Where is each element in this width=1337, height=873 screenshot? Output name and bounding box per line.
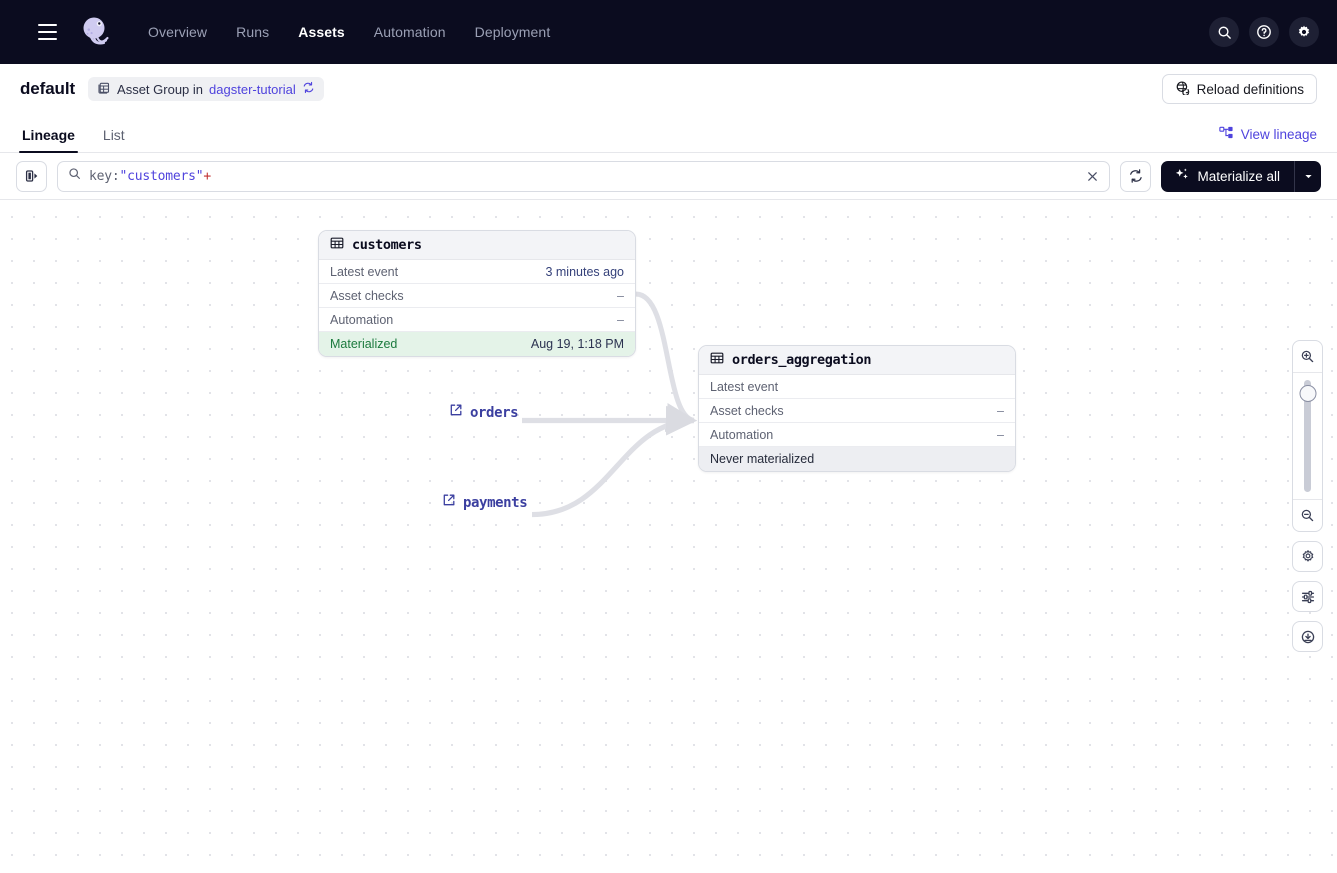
search-icon bbox=[68, 167, 81, 185]
asset-node-header: customers bbox=[319, 231, 635, 260]
row-label: Automation bbox=[330, 312, 394, 327]
refresh-graph-button[interactable] bbox=[1120, 160, 1152, 192]
row-value: – bbox=[617, 288, 624, 303]
recenter-icon[interactable] bbox=[1292, 621, 1323, 652]
row-label: Asset checks bbox=[330, 288, 404, 303]
asset-node-row-latest-event: Latest event 3 minutes ago bbox=[319, 260, 635, 284]
graph-toolbar: key:"customers"+ Materialize all bbox=[0, 153, 1337, 200]
reload-definitions-button[interactable]: Reload definitions bbox=[1161, 74, 1317, 104]
search-icon[interactable] bbox=[1209, 17, 1239, 47]
row-value: – bbox=[997, 403, 1004, 418]
close-icon[interactable] bbox=[1086, 170, 1099, 183]
sparkle-icon bbox=[1175, 167, 1190, 185]
external-link-icon bbox=[442, 493, 456, 512]
zoom-slider[interactable] bbox=[1293, 373, 1322, 499]
zoom-slider-track bbox=[1304, 380, 1311, 492]
help-icon[interactable] bbox=[1249, 17, 1279, 47]
asset-node-row-asset-checks: Asset checks – bbox=[699, 399, 1015, 423]
refresh-icon[interactable] bbox=[302, 81, 315, 97]
main-nav-links: Overview Runs Assets Automation Deployme… bbox=[148, 24, 550, 40]
row-label: Latest event bbox=[330, 264, 399, 279]
external-asset-orders[interactable]: orders bbox=[449, 403, 519, 422]
table-icon bbox=[330, 236, 344, 255]
view-lineage-label: View lineage bbox=[1240, 127, 1317, 142]
zoom-controls bbox=[1292, 340, 1323, 652]
status-timestamp: Aug 19, 1:18 PM bbox=[530, 337, 624, 351]
repo-link[interactable]: dagster-tutorial bbox=[209, 81, 296, 97]
divider bbox=[1293, 372, 1322, 373]
page-header: default Asset Group in dagster-tutorial … bbox=[0, 64, 1337, 114]
asset-node-row-latest-event: Latest event bbox=[699, 375, 1015, 399]
nav-link-runs[interactable]: Runs bbox=[236, 24, 270, 40]
zoom-out-icon[interactable] bbox=[1293, 500, 1322, 531]
asset-node-title: customers bbox=[352, 237, 422, 253]
tab-lineage[interactable]: Lineage bbox=[19, 127, 78, 153]
asset-group-icon bbox=[97, 81, 111, 98]
nav-link-overview[interactable]: Overview bbox=[148, 24, 208, 40]
gear-icon[interactable] bbox=[1289, 17, 1319, 47]
asset-node-status-never-materialized: Never materialized bbox=[699, 447, 1015, 471]
query-operator: + bbox=[203, 168, 212, 184]
asset-node-row-automation: Automation – bbox=[699, 423, 1015, 447]
sliders-icon[interactable] bbox=[1292, 581, 1323, 612]
chevron-down-icon[interactable] bbox=[1294, 160, 1321, 192]
asset-node-customers[interactable]: customers Latest event 3 minutes ago Ass… bbox=[318, 230, 636, 357]
row-label: Automation bbox=[710, 427, 774, 442]
asset-node-header: orders_aggregation bbox=[699, 346, 1015, 375]
tab-bar: Lineage List View lineage bbox=[0, 114, 1337, 153]
asset-group-badge[interactable]: Asset Group in dagster-tutorial bbox=[88, 77, 324, 101]
top-navigation-bar: Overview Runs Assets Automation Deployme… bbox=[0, 0, 1337, 64]
materialize-all-group: Materialize all bbox=[1161, 160, 1321, 192]
asset-node-row-automation: Automation – bbox=[319, 308, 635, 332]
asset-node-orders-aggregation[interactable]: orders_aggregation Latest event Asset ch… bbox=[698, 345, 1016, 472]
row-label: Asset checks bbox=[710, 403, 784, 418]
divider bbox=[1293, 499, 1322, 500]
nav-link-deployment[interactable]: Deployment bbox=[474, 24, 551, 40]
asset-node-row-asset-checks: Asset checks – bbox=[319, 284, 635, 308]
materialize-all-label: Materialize all bbox=[1197, 168, 1280, 184]
zoom-slider-handle[interactable] bbox=[1299, 385, 1316, 402]
query-key: key: bbox=[89, 168, 120, 184]
page-title: default bbox=[20, 79, 76, 98]
query-value: "customers" bbox=[119, 168, 204, 184]
status-badge: Never materialized bbox=[710, 452, 815, 466]
materialize-all-button[interactable]: Materialize all bbox=[1161, 160, 1294, 192]
row-value: – bbox=[617, 312, 624, 327]
external-asset-label: orders bbox=[470, 404, 519, 421]
row-value[interactable]: 3 minutes ago bbox=[545, 264, 624, 279]
tab-list[interactable]: List bbox=[102, 127, 125, 143]
external-asset-payments[interactable]: payments bbox=[442, 493, 528, 512]
asset-node-title: orders_aggregation bbox=[732, 352, 872, 368]
graph-edges bbox=[522, 291, 698, 518]
row-value: – bbox=[997, 427, 1004, 442]
external-asset-label: payments bbox=[463, 494, 528, 511]
table-icon bbox=[710, 351, 724, 370]
gear-icon[interactable] bbox=[1292, 541, 1323, 572]
view-lineage-link[interactable]: View lineage bbox=[1219, 126, 1317, 143]
zoom-in-icon[interactable] bbox=[1293, 341, 1322, 372]
row-label: Latest event bbox=[710, 379, 779, 394]
reload-definitions-label: Reload definitions bbox=[1196, 81, 1304, 97]
external-link-icon bbox=[449, 403, 463, 422]
asset-node-status-materialized: Materialized Aug 19, 1:18 PM bbox=[319, 332, 635, 356]
asset-graph-canvas[interactable]: customers Latest event 3 minutes ago Ass… bbox=[0, 200, 1337, 873]
nav-actions bbox=[1209, 0, 1319, 64]
zoom-stack bbox=[1292, 340, 1323, 532]
hamburger-menu-icon[interactable] bbox=[30, 15, 64, 49]
search-query-text: key:"customers"+ bbox=[89, 169, 211, 184]
asset-group-prefix: Asset Group in bbox=[117, 81, 204, 97]
status-badge: Materialized bbox=[330, 337, 398, 351]
nav-link-automation[interactable]: Automation bbox=[373, 24, 446, 40]
search-input[interactable]: key:"customers"+ bbox=[57, 160, 1111, 192]
lineage-graph-icon bbox=[1219, 126, 1234, 143]
nav-link-assets[interactable]: Assets bbox=[298, 24, 345, 40]
dagster-logo[interactable] bbox=[76, 12, 116, 52]
expand-sidebar-icon[interactable] bbox=[16, 160, 47, 192]
reload-definitions-icon bbox=[1175, 80, 1190, 98]
